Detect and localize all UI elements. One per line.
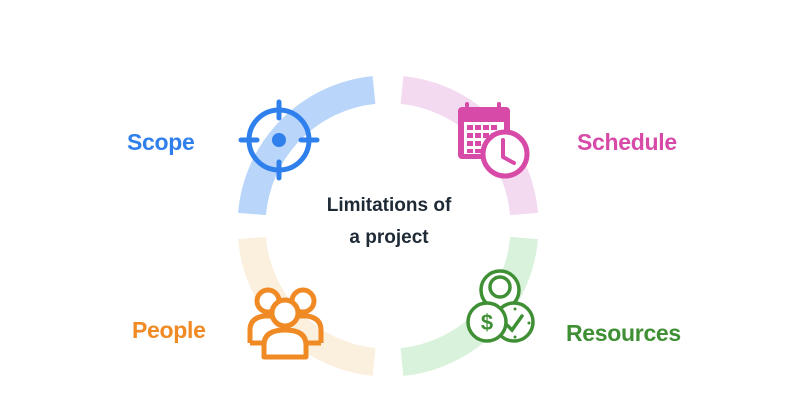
- center-title-line2: a project: [349, 227, 429, 248]
- calendar-clock-icon: [458, 102, 530, 179]
- scope-arc: [238, 76, 376, 216]
- svg-text:$: $: [481, 310, 493, 335]
- money-time-people-icon: $: [466, 269, 535, 343]
- people-group-icon: [247, 287, 324, 360]
- people-label: People: [132, 317, 206, 343]
- center-title-line1: Limitations of: [326, 195, 452, 216]
- scope-label: Scope: [127, 129, 195, 155]
- center-title: Limitations of a project: [300, 190, 478, 254]
- resources-label: Resources: [566, 320, 681, 346]
- crosshair-icon: [238, 99, 320, 181]
- schedule-label: Schedule: [577, 129, 677, 155]
